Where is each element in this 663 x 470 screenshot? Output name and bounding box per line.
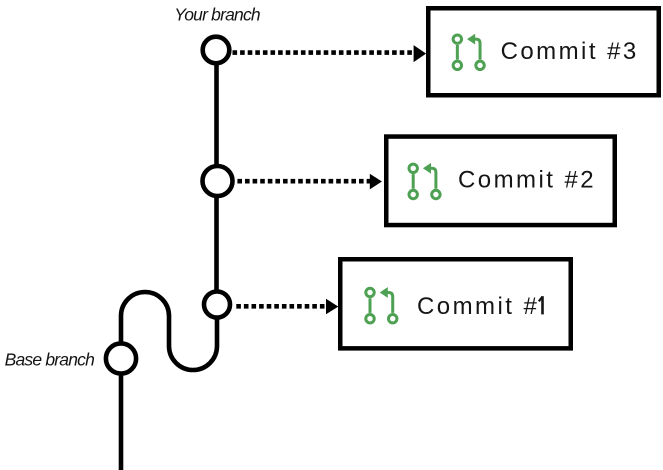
svg-text:Base branch: Base branch <box>5 350 95 370</box>
svg-text:Commit #3: Commit #3 <box>501 38 639 65</box>
svg-text:Commit #2: Commit #2 <box>458 166 596 193</box>
svg-text:Your branch: Your branch <box>174 5 260 25</box>
svg-text:Commit #: Commit # <box>417 293 539 320</box>
